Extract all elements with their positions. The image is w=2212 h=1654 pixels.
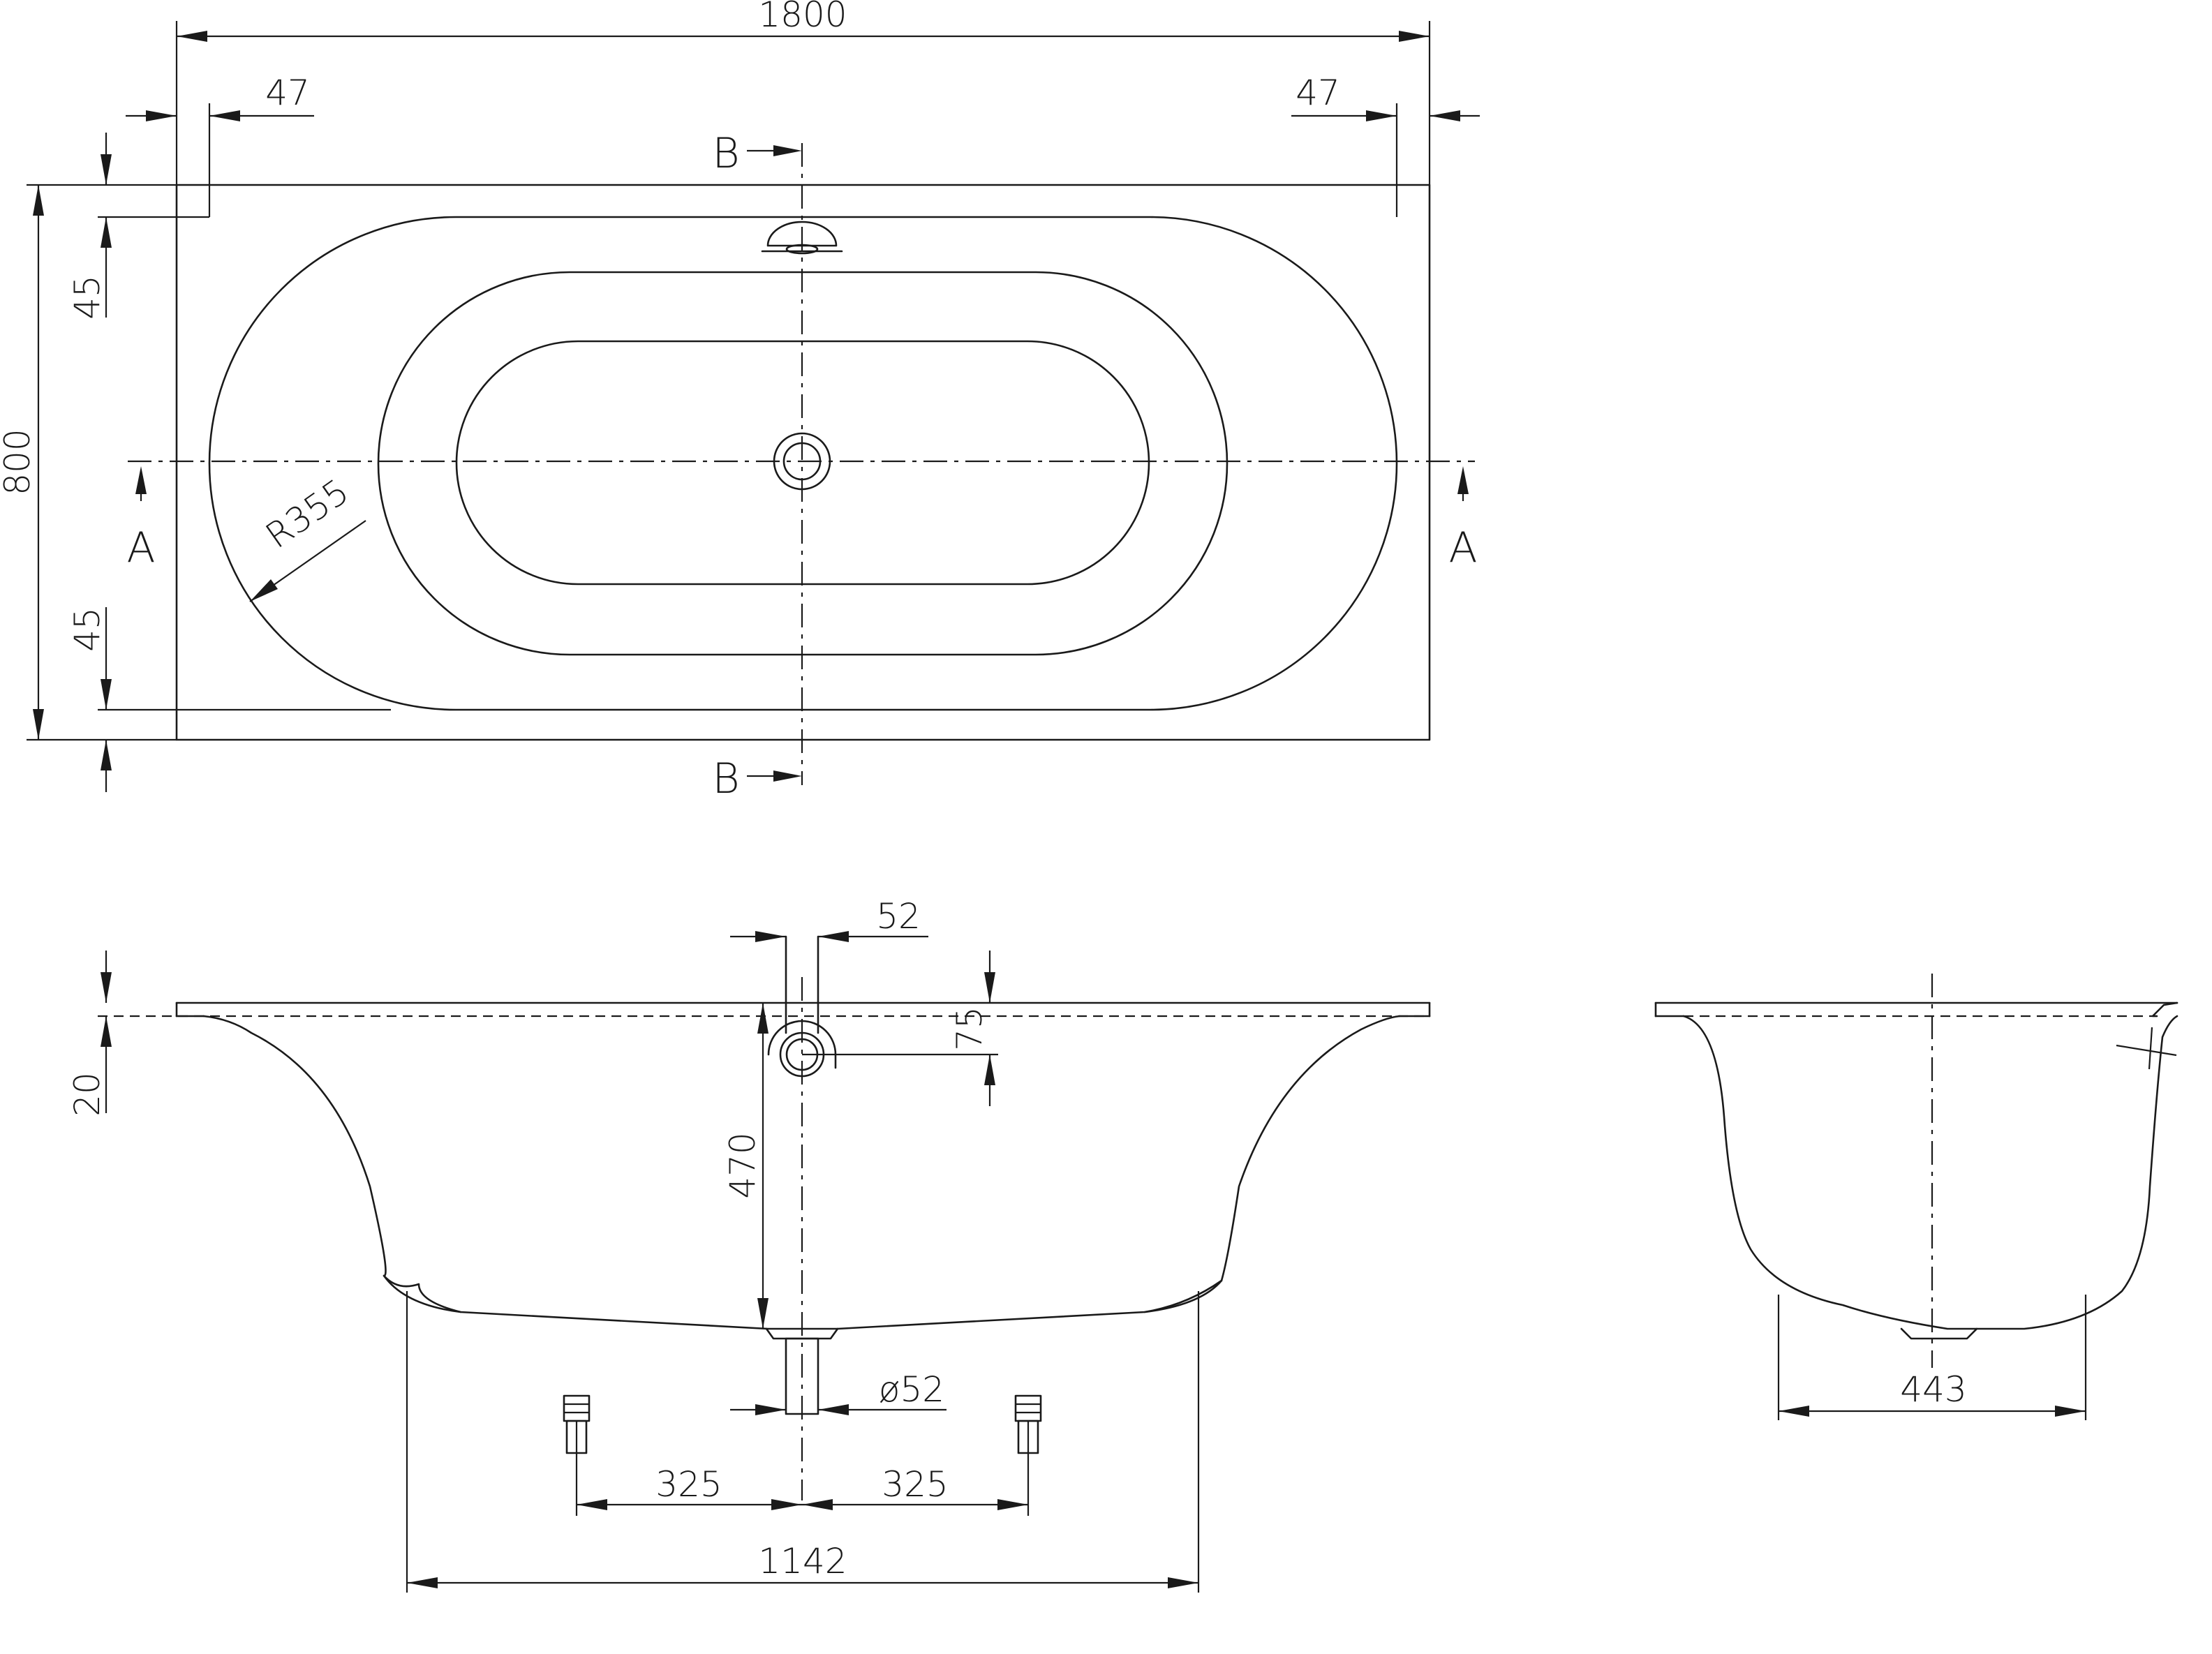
- plan-inner-bowl: [455, 340, 1150, 586]
- section-bowl-profile: [202, 1015, 1401, 1330]
- foot-right-icon: [1014, 1394, 1042, 1454]
- overflow-icon: [761, 221, 843, 255]
- overflow-diameter-label: 52: [876, 896, 921, 937]
- drain-diameter-label: ø52: [879, 1369, 944, 1410]
- overflow-height-label: 75: [949, 1006, 990, 1051]
- rim-right-label: 47: [1296, 73, 1340, 113]
- foot-left-offset-label: 325: [655, 1464, 722, 1505]
- bottom-width-label: 443: [1900, 1369, 1966, 1410]
- section-a-left-marker: [135, 466, 147, 501]
- section-b-bottom-marker: [747, 770, 802, 782]
- section-b-top-label: B: [712, 129, 739, 178]
- drain-fitting-icon: [765, 1327, 839, 1415]
- longitudinal-section: 52 75 20 470 ø52 325 325: [67, 896, 1431, 1593]
- drain-icon: [773, 432, 831, 491]
- section-b-bottom-label: B: [712, 754, 739, 803]
- cross-section: 443: [1654, 974, 2178, 1420]
- rim-bottom-label: 45: [67, 607, 107, 652]
- plan-outer-bowl: [208, 216, 1398, 711]
- foot-right-offset-label: 325: [882, 1464, 948, 1505]
- overall-length-label: 1800: [758, 0, 847, 35]
- section-a-left-label: A: [126, 523, 155, 572]
- bottom-length-label: 1142: [758, 1541, 847, 1581]
- section-a-right-label: A: [1448, 523, 1477, 572]
- rim-thickness-label: 20: [67, 1072, 107, 1117]
- corner-radius-label: R355: [258, 471, 356, 556]
- overall-width-label: 800: [0, 429, 38, 495]
- plan-view: 1800 47 47 800 45 45: [0, 0, 1480, 803]
- cross-bowl-profile: [1682, 1015, 2178, 1330]
- section-a-right-marker: [1457, 466, 1469, 501]
- plan-outer-rim: [175, 184, 1431, 741]
- depth-label: 470: [722, 1132, 763, 1198]
- rim-top-label: 45: [67, 275, 107, 320]
- section-b-top-marker: [747, 145, 802, 156]
- rim-left-label: 47: [265, 73, 310, 113]
- foot-left-icon: [563, 1394, 591, 1454]
